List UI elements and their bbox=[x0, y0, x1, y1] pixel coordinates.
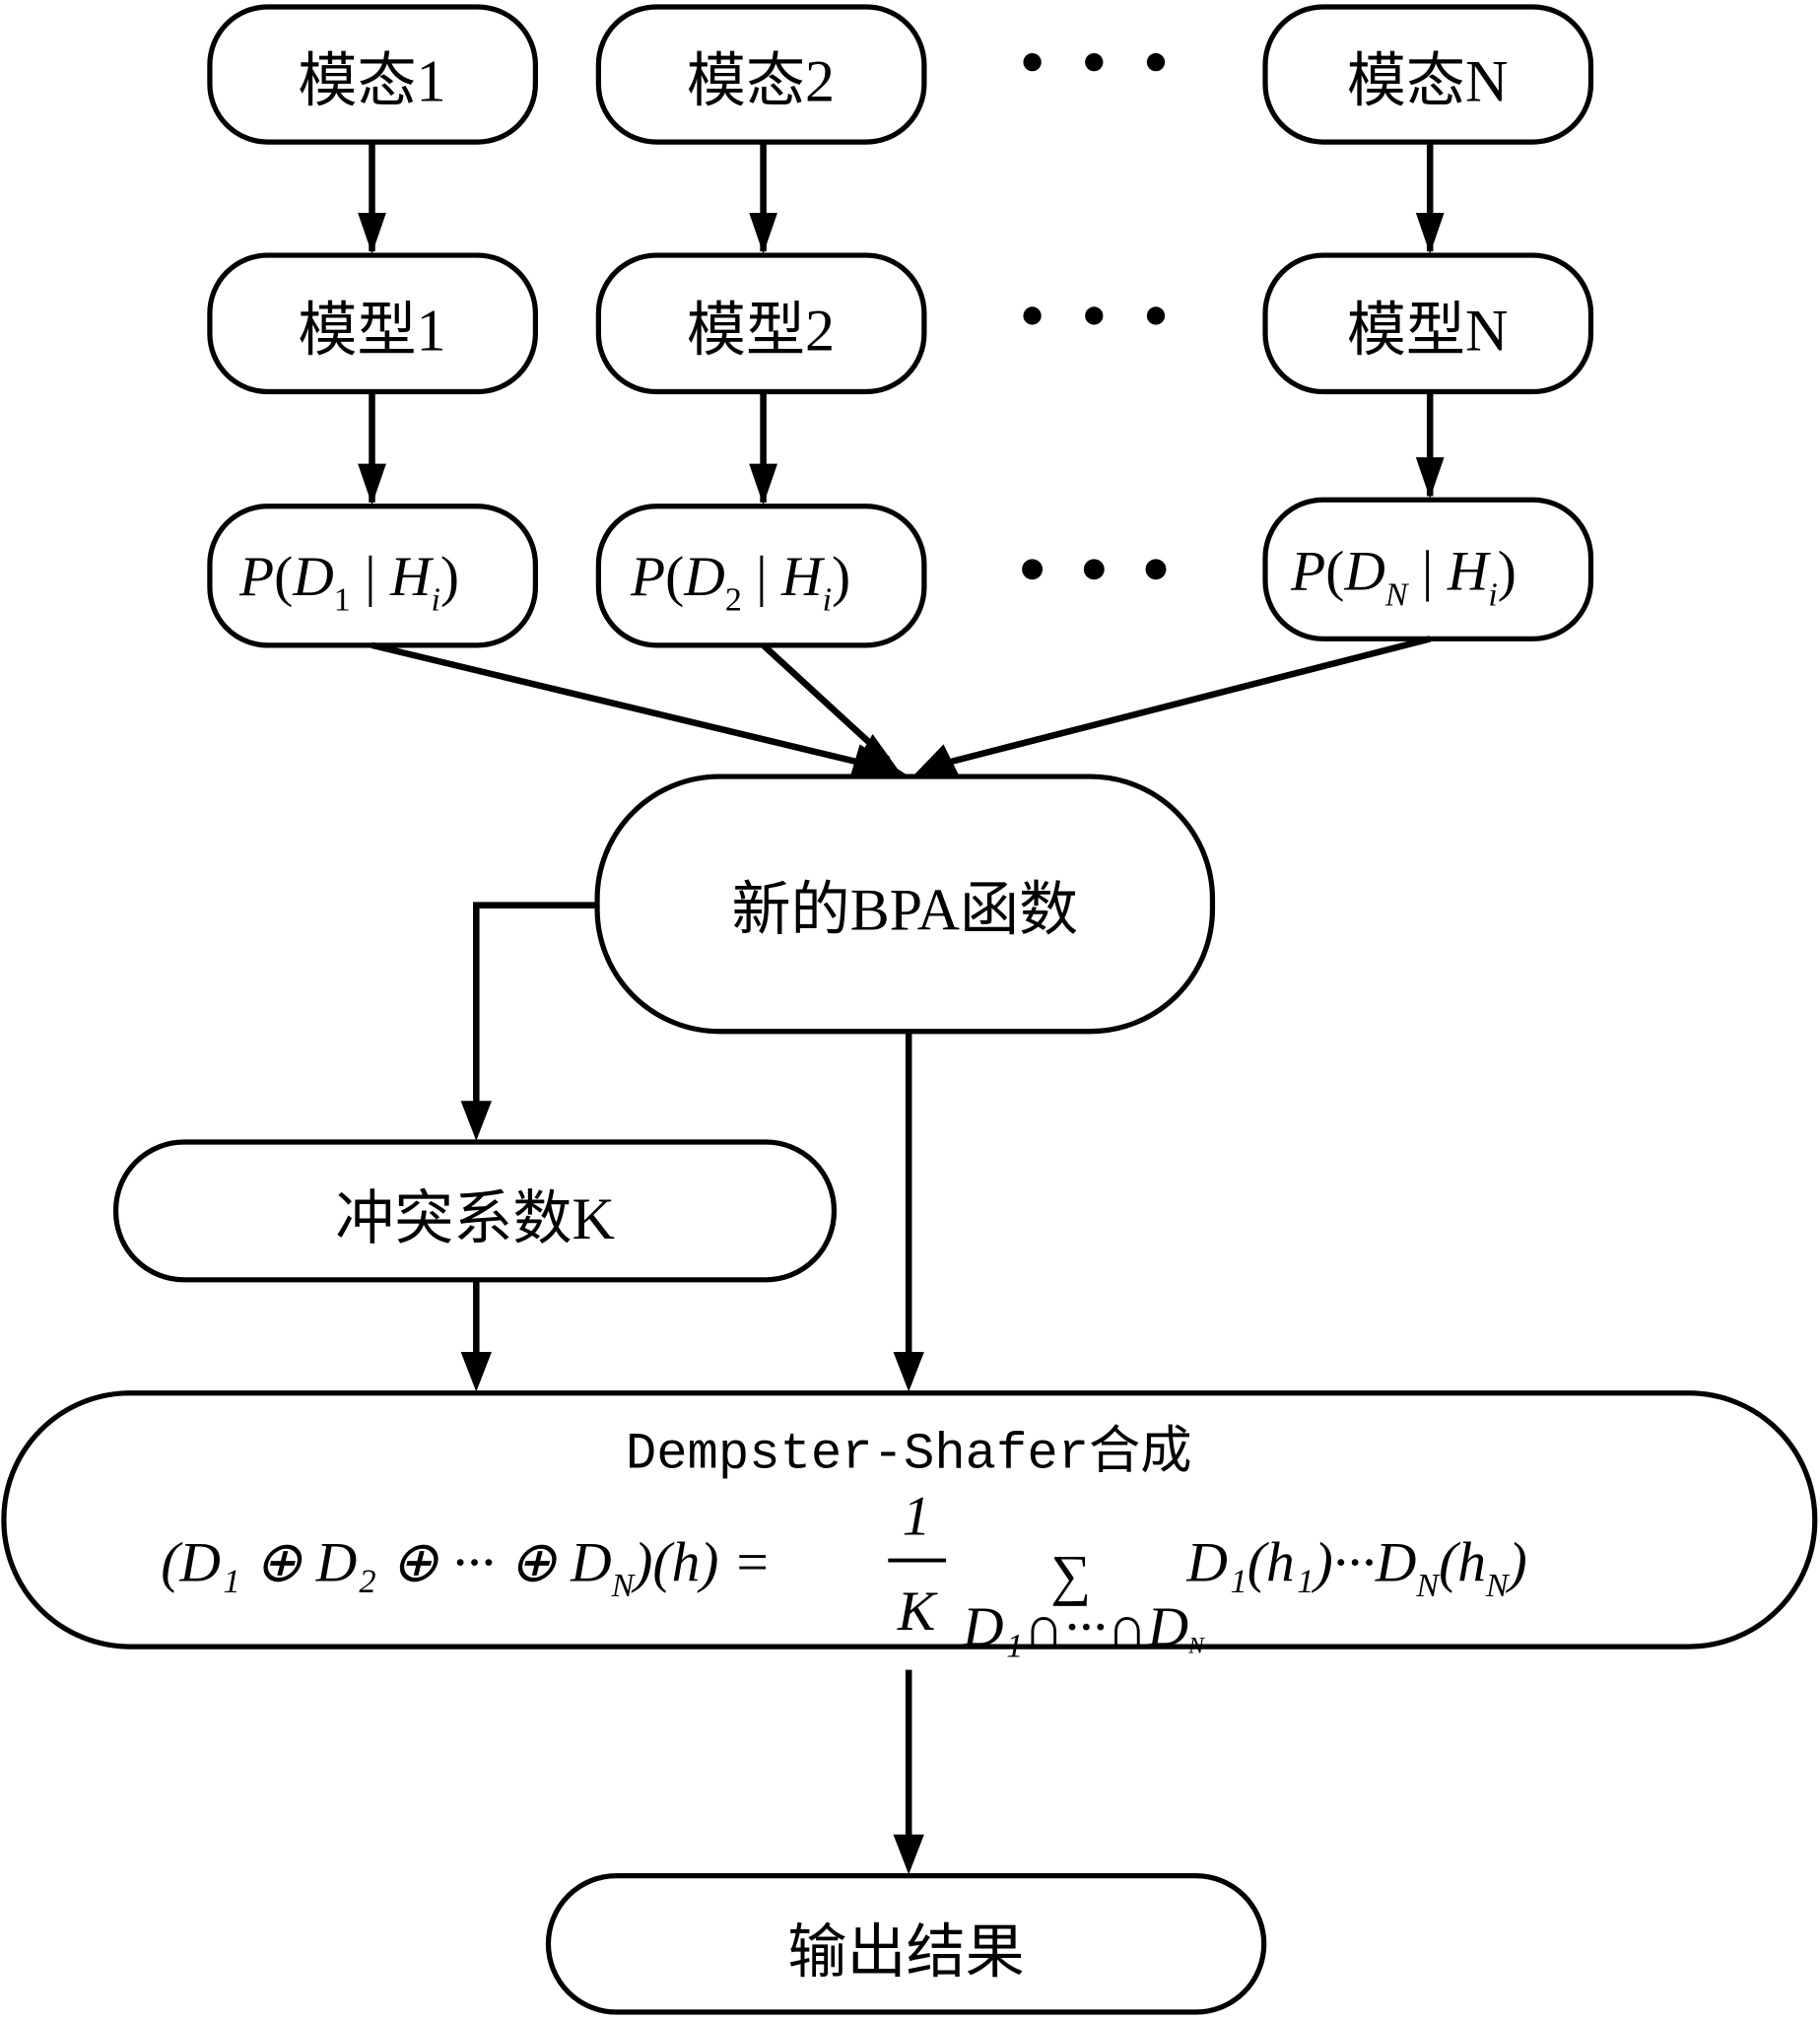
model-node-1: 模型1 bbox=[207, 252, 539, 395]
ellipsis-row-3 bbox=[1022, 559, 1167, 580]
modality-label: 模态1 bbox=[298, 47, 445, 113]
arrowhead bbox=[749, 463, 777, 505]
ds-title: Dempster-Shafer合成 bbox=[626, 1424, 1192, 1484]
modality-node-1: 模态1 bbox=[207, 4, 539, 145]
sum-subscript: D₁∩···∩DN bbox=[962, 1596, 1205, 1659]
ellipsis-row-2 bbox=[1023, 306, 1166, 325]
arrow-likelihood1-bpa bbox=[371, 641, 876, 770]
ds-fraction-denominator: K bbox=[897, 1581, 938, 1643]
modality-node-n: 模态N bbox=[1262, 4, 1594, 145]
arrowhead bbox=[460, 1101, 492, 1141]
arrowhead bbox=[893, 1351, 924, 1392]
arrowhead bbox=[855, 733, 906, 779]
arrowhead bbox=[358, 463, 386, 505]
ds-formula-lhs: (D₁ ⊕ D₂ ⊕ ··· ⊕ DN)(h) = bbox=[161, 1531, 771, 1604]
arrowhead bbox=[1415, 457, 1445, 499]
ds-fraction-numerator: 1 bbox=[903, 1485, 931, 1547]
likelihood-node-1: P(D1 | Hi) bbox=[207, 504, 539, 648]
model-node-2: 模型2 bbox=[595, 252, 927, 395]
likelihood-node-n: P(DN | Hi) bbox=[1262, 497, 1594, 641]
arrowhead bbox=[460, 1351, 492, 1392]
arrowhead bbox=[1415, 212, 1445, 254]
model-label: 模型N bbox=[1347, 298, 1509, 364]
ds-formula-rhs: D₁(h₁)···DN(hN) bbox=[1185, 1531, 1526, 1604]
conflict-label: 冲突系数K bbox=[335, 1185, 615, 1251]
arrow-likelihoodn-bpa bbox=[932, 636, 1432, 770]
conflict-node: 冲突系数K bbox=[112, 1139, 838, 1283]
bpa-node: 新的BPA函数 bbox=[594, 774, 1216, 1035]
ellipsis-row-1 bbox=[1023, 52, 1166, 72]
arrow-bpa-conflict bbox=[473, 902, 598, 1108]
modality-label: 模态2 bbox=[687, 47, 835, 113]
output-node: 输出结果 bbox=[545, 1872, 1267, 2015]
dempster-shafer-node: Dempster-Shafer合成 (D₁ ⊕ D₂ ⊕ ··· ⊕ DN)(h… bbox=[1, 1390, 1818, 1659]
arrowhead bbox=[358, 212, 386, 254]
arrowhead bbox=[910, 744, 960, 778]
model-label: 模型1 bbox=[298, 298, 445, 364]
likelihood-formula: P(D2 | Hi) bbox=[630, 546, 850, 619]
sum-symbol: ∑ bbox=[1050, 1545, 1091, 1607]
likelihood-node-2: P(D2 | Hi) bbox=[595, 504, 927, 648]
model-node-n: 模型N bbox=[1262, 252, 1594, 395]
modality-node-2: 模态2 bbox=[595, 4, 927, 145]
likelihood-formula: P(DN | Hi) bbox=[1290, 541, 1517, 614]
bpa-label: 新的BPA函数 bbox=[731, 877, 1078, 943]
likelihood-formula: P(D1 | Hi) bbox=[238, 546, 459, 619]
output-label: 输出结果 bbox=[787, 1919, 1024, 1985]
arrowhead bbox=[749, 212, 777, 254]
modality-label: 模态N bbox=[1347, 47, 1509, 113]
model-label: 模型2 bbox=[687, 298, 835, 364]
arrowhead bbox=[893, 1834, 924, 1875]
arrow-likelihood2-bpa bbox=[761, 642, 891, 763]
